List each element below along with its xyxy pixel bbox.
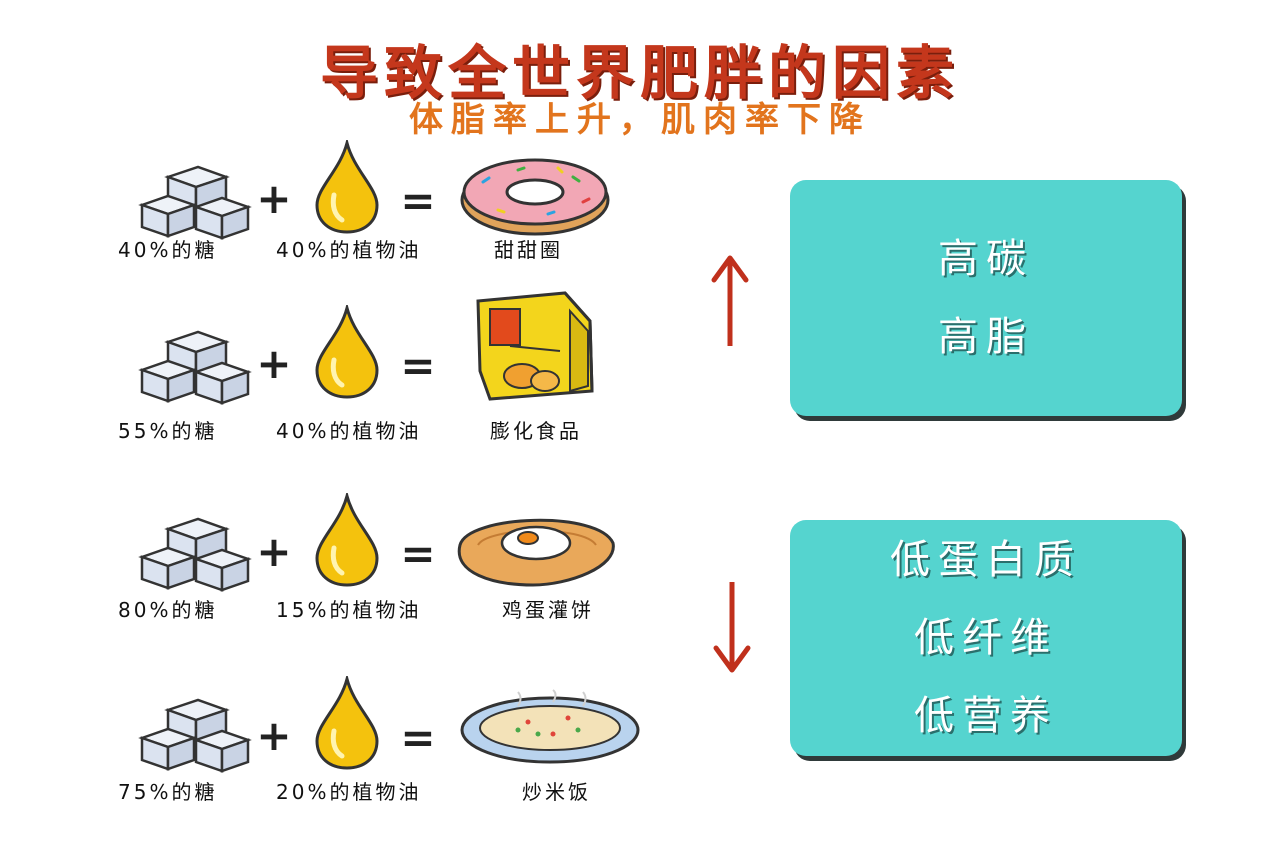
oil-drop-icon xyxy=(315,305,379,399)
high-box-line: 高脂 xyxy=(938,314,1034,360)
food-label: 鸡蛋灌饼 xyxy=(502,598,594,622)
food-label: 炒米饭 xyxy=(522,780,591,804)
oil-label: 40%的植物油 xyxy=(276,238,422,262)
arrow-down-icon xyxy=(713,582,751,673)
sugar-cubes-icon xyxy=(138,517,252,592)
sugar-label: 55%的糖 xyxy=(118,419,218,443)
donut-icon xyxy=(460,158,610,236)
plus-sign: + xyxy=(256,339,292,388)
oil-label: 15%的植物油 xyxy=(276,598,422,622)
plus-sign: + xyxy=(256,527,292,576)
sugar-cubes-icon xyxy=(138,165,252,240)
sugar-label: 80%的糖 xyxy=(118,598,218,622)
high-carb-fat-box: 高碳 高脂 xyxy=(790,180,1182,416)
sugar-cubes-icon xyxy=(138,698,252,773)
oil-label: 40%的植物油 xyxy=(276,419,422,443)
plus-sign: + xyxy=(256,711,292,760)
equals-sign: = xyxy=(400,341,436,390)
equals-sign: = xyxy=(400,529,436,578)
sugar-label: 75%的糖 xyxy=(118,780,218,804)
oil-drop-icon xyxy=(315,676,379,770)
equals-sign: = xyxy=(400,713,436,762)
sugar-cubes-icon xyxy=(138,330,252,405)
formula-row-fried-rice: + = 75%的糖 20%的植物油 炒米饭 xyxy=(0,676,680,828)
high-box-line: 高碳 xyxy=(938,236,1034,282)
sugar-label: 40%的糖 xyxy=(118,238,218,262)
fried-rice-icon xyxy=(460,689,640,764)
equals-sign: = xyxy=(400,176,436,225)
plus-sign: + xyxy=(256,174,292,223)
egg-pancake-icon xyxy=(457,518,615,587)
low-box-line: 低纤维 xyxy=(914,615,1058,661)
page-subtitle: 体脂率上升，肌肉率下降 xyxy=(409,100,871,140)
oil-label: 20%的植物油 xyxy=(276,780,422,804)
formula-row-chips: + = 55%的糖 40%的植物油 膨化食品 xyxy=(0,291,680,455)
food-label: 甜甜圈 xyxy=(494,238,563,262)
formula-row-donut: + = 40%的糖 40%的植物油 甜甜圈 xyxy=(0,140,680,290)
page-title: 导致全世界肥胖的因素 xyxy=(319,39,960,107)
low-nutrition-box: 低蛋白质 低纤维 低营养 xyxy=(790,520,1182,756)
food-label: 膨化食品 xyxy=(490,419,582,443)
oil-drop-icon xyxy=(315,140,379,234)
formula-row-egg-pancake: + = 80%的糖 15%的植物油 鸡蛋灌饼 xyxy=(0,493,680,647)
oil-drop-icon xyxy=(315,493,379,587)
arrow-up-icon xyxy=(711,255,749,346)
chips-bag-icon xyxy=(476,291,594,401)
low-box-line: 低营养 xyxy=(914,693,1058,739)
low-box-line: 低蛋白质 xyxy=(890,537,1082,583)
